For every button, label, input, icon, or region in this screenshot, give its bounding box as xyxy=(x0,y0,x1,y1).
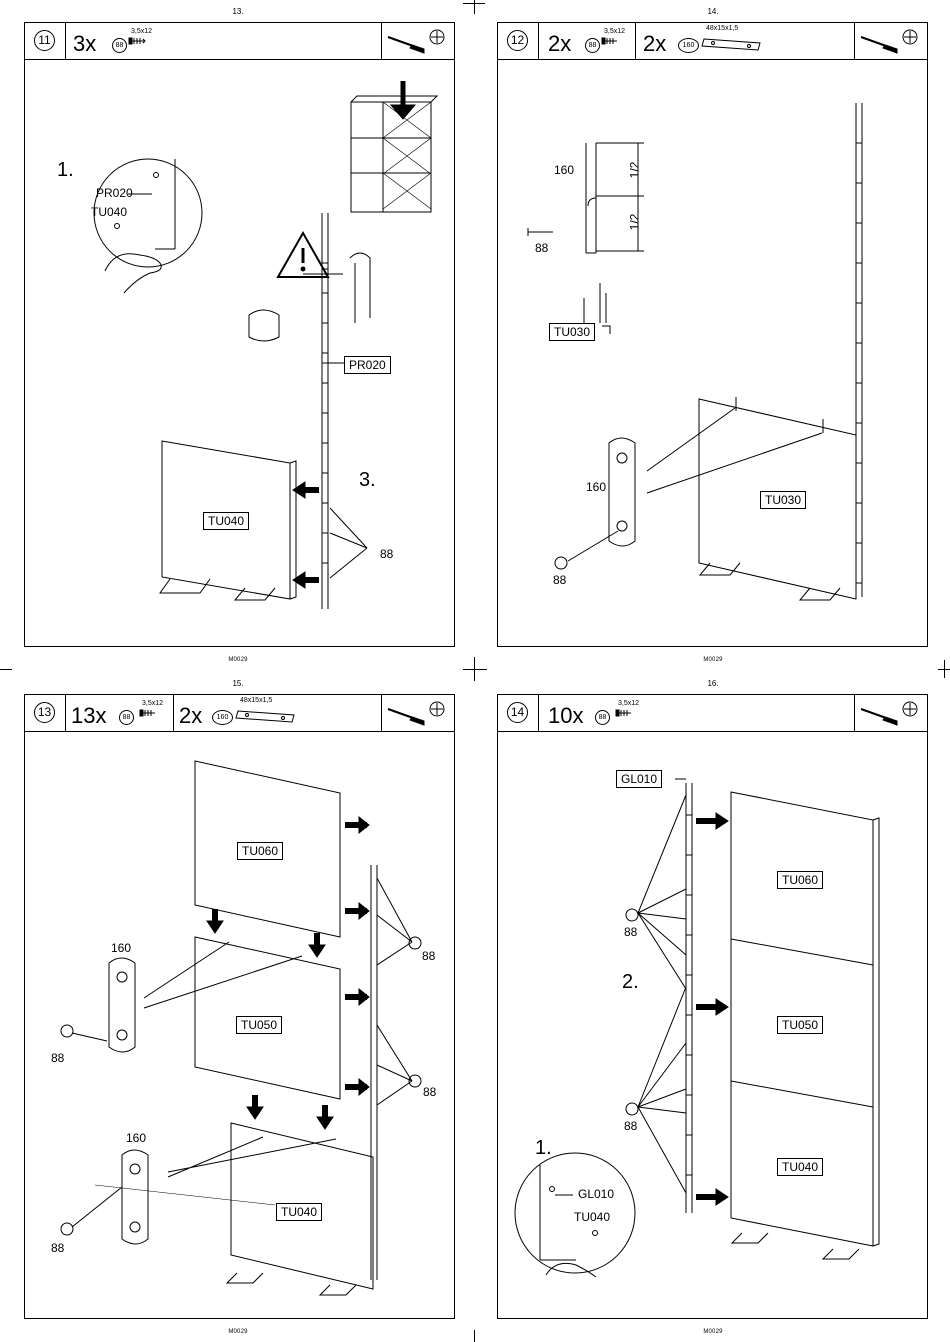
crop-mark-right-v xyxy=(944,660,945,678)
crop-mark-top-center-h xyxy=(463,3,485,4)
step-13-illustration xyxy=(25,695,454,1318)
step-label-3: 3. xyxy=(359,469,376,492)
detail-part-label: TU040 xyxy=(574,1210,610,1224)
screw-label: 88 xyxy=(380,547,393,561)
detail-part-label: TU040 xyxy=(91,205,127,219)
panel-part-label: TU040 xyxy=(777,1158,823,1176)
bracket-label: 160 xyxy=(554,163,574,177)
panel-part-label: TU040 xyxy=(203,512,249,530)
bracket-label: 160 xyxy=(111,941,131,955)
crop-mark-center-h xyxy=(463,669,487,670)
page-number: 15. xyxy=(208,679,268,688)
screw-label: 88 xyxy=(553,573,566,587)
dimension-label: 1/2 xyxy=(627,214,641,231)
crop-mark-bottom-center xyxy=(474,1330,475,1342)
page-number: 16. xyxy=(683,679,743,688)
instruction-panel-13: 11 3x 88 3,5x12 xyxy=(24,22,455,647)
footer-code: M0029 xyxy=(683,1329,743,1335)
detail-part-label: PR020 xyxy=(96,186,133,200)
panel-part-label: TU050 xyxy=(236,1016,282,1034)
frame-part-label: PR020 xyxy=(344,356,391,374)
footer-code: M0029 xyxy=(208,657,268,663)
dimension-label: 1/2 xyxy=(627,162,641,179)
screw-label: 88 xyxy=(624,925,637,939)
panel-part-label: TU040 xyxy=(276,1203,322,1221)
screw-label: 88 xyxy=(422,949,435,963)
instruction-panel-15: 13 13x 88 3,5x12 2x 160 48x15x1,5 xyxy=(24,694,455,1319)
step-label-1: 1. xyxy=(57,159,74,182)
instruction-panel-14: 12 2x 88 3,5x12 2x 160 48x15x1,5 xyxy=(497,22,928,647)
step-label-1: 1. xyxy=(535,1137,552,1160)
panel-part-label: TU050 xyxy=(777,1016,823,1034)
screw-label: 88 xyxy=(51,1051,64,1065)
panel-part-label: TU060 xyxy=(237,842,283,860)
panel-part-label: TU060 xyxy=(777,871,823,889)
bracket-label: 160 xyxy=(586,480,606,494)
footer-code: M0029 xyxy=(208,1329,268,1335)
step-label-2: 2. xyxy=(622,971,639,994)
screw-label: 88 xyxy=(51,1241,64,1255)
page-number: 13. xyxy=(208,7,268,16)
crop-mark-left xyxy=(0,669,12,670)
footer-code: M0029 xyxy=(683,657,743,663)
screw-label: 88 xyxy=(535,241,548,255)
bracket-label: 160 xyxy=(126,1131,146,1145)
frame-part-label: GL010 xyxy=(616,770,662,788)
panel-part-label: TU030 xyxy=(760,491,806,509)
instruction-panel-16: 14 10x 88 3,5x12 xyxy=(497,694,928,1319)
screw-label: 88 xyxy=(624,1119,637,1133)
screw-label: 88 xyxy=(423,1085,436,1099)
detail-part-label: GL010 xyxy=(578,1187,614,1201)
step-14-illustration xyxy=(498,695,927,1318)
panel-part-label: TU030 xyxy=(549,323,595,341)
page-number: 14. xyxy=(683,7,743,16)
